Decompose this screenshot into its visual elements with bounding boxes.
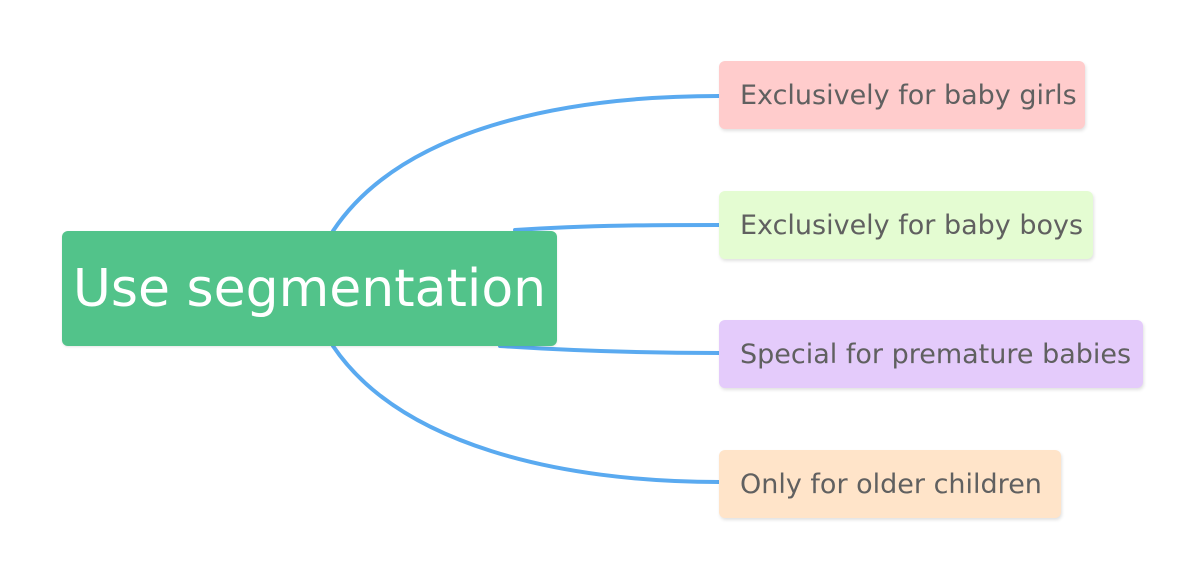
connector-branch-4 xyxy=(331,344,721,484)
branch-node-older-children[interactable]: Only for older children xyxy=(719,450,1061,518)
connector-branch-2 xyxy=(513,223,721,232)
branch-node-baby-boys[interactable]: Exclusively for baby boys xyxy=(719,191,1093,259)
branch-node-baby-girls[interactable]: Exclusively for baby girls xyxy=(719,61,1085,129)
branch-node-label: Only for older children xyxy=(740,468,1042,500)
branch-node-label: Special for premature babies xyxy=(740,338,1132,370)
connector-branch-3 xyxy=(498,344,721,355)
root-node-use-segmentation[interactable]: Use segmentation xyxy=(62,231,557,346)
branch-node-label: Exclusively for baby boys xyxy=(740,209,1084,241)
branch-node-label: Exclusively for baby girls xyxy=(740,79,1077,111)
connector-branch-1 xyxy=(331,94,721,233)
root-node-label: Use segmentation xyxy=(72,258,547,319)
branch-node-premature-babies[interactable]: Special for premature babies xyxy=(719,320,1143,388)
